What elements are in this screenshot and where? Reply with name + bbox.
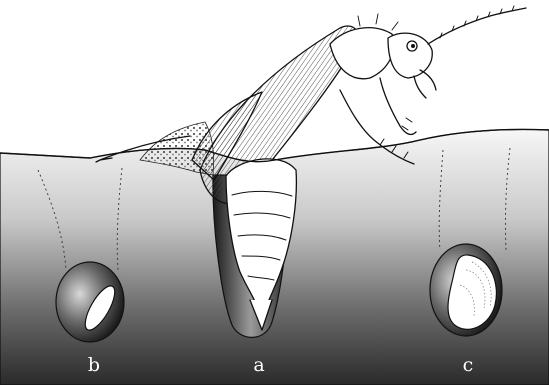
beetle-front-leg <box>380 78 416 134</box>
label-c: c <box>463 356 474 375</box>
beetle-antenna <box>428 8 526 44</box>
egg-chamber-c <box>430 244 502 336</box>
beetle-head <box>388 33 432 78</box>
label-a: a <box>253 356 264 375</box>
egg-chamber-b <box>56 262 124 342</box>
label-b: b <box>88 356 100 375</box>
